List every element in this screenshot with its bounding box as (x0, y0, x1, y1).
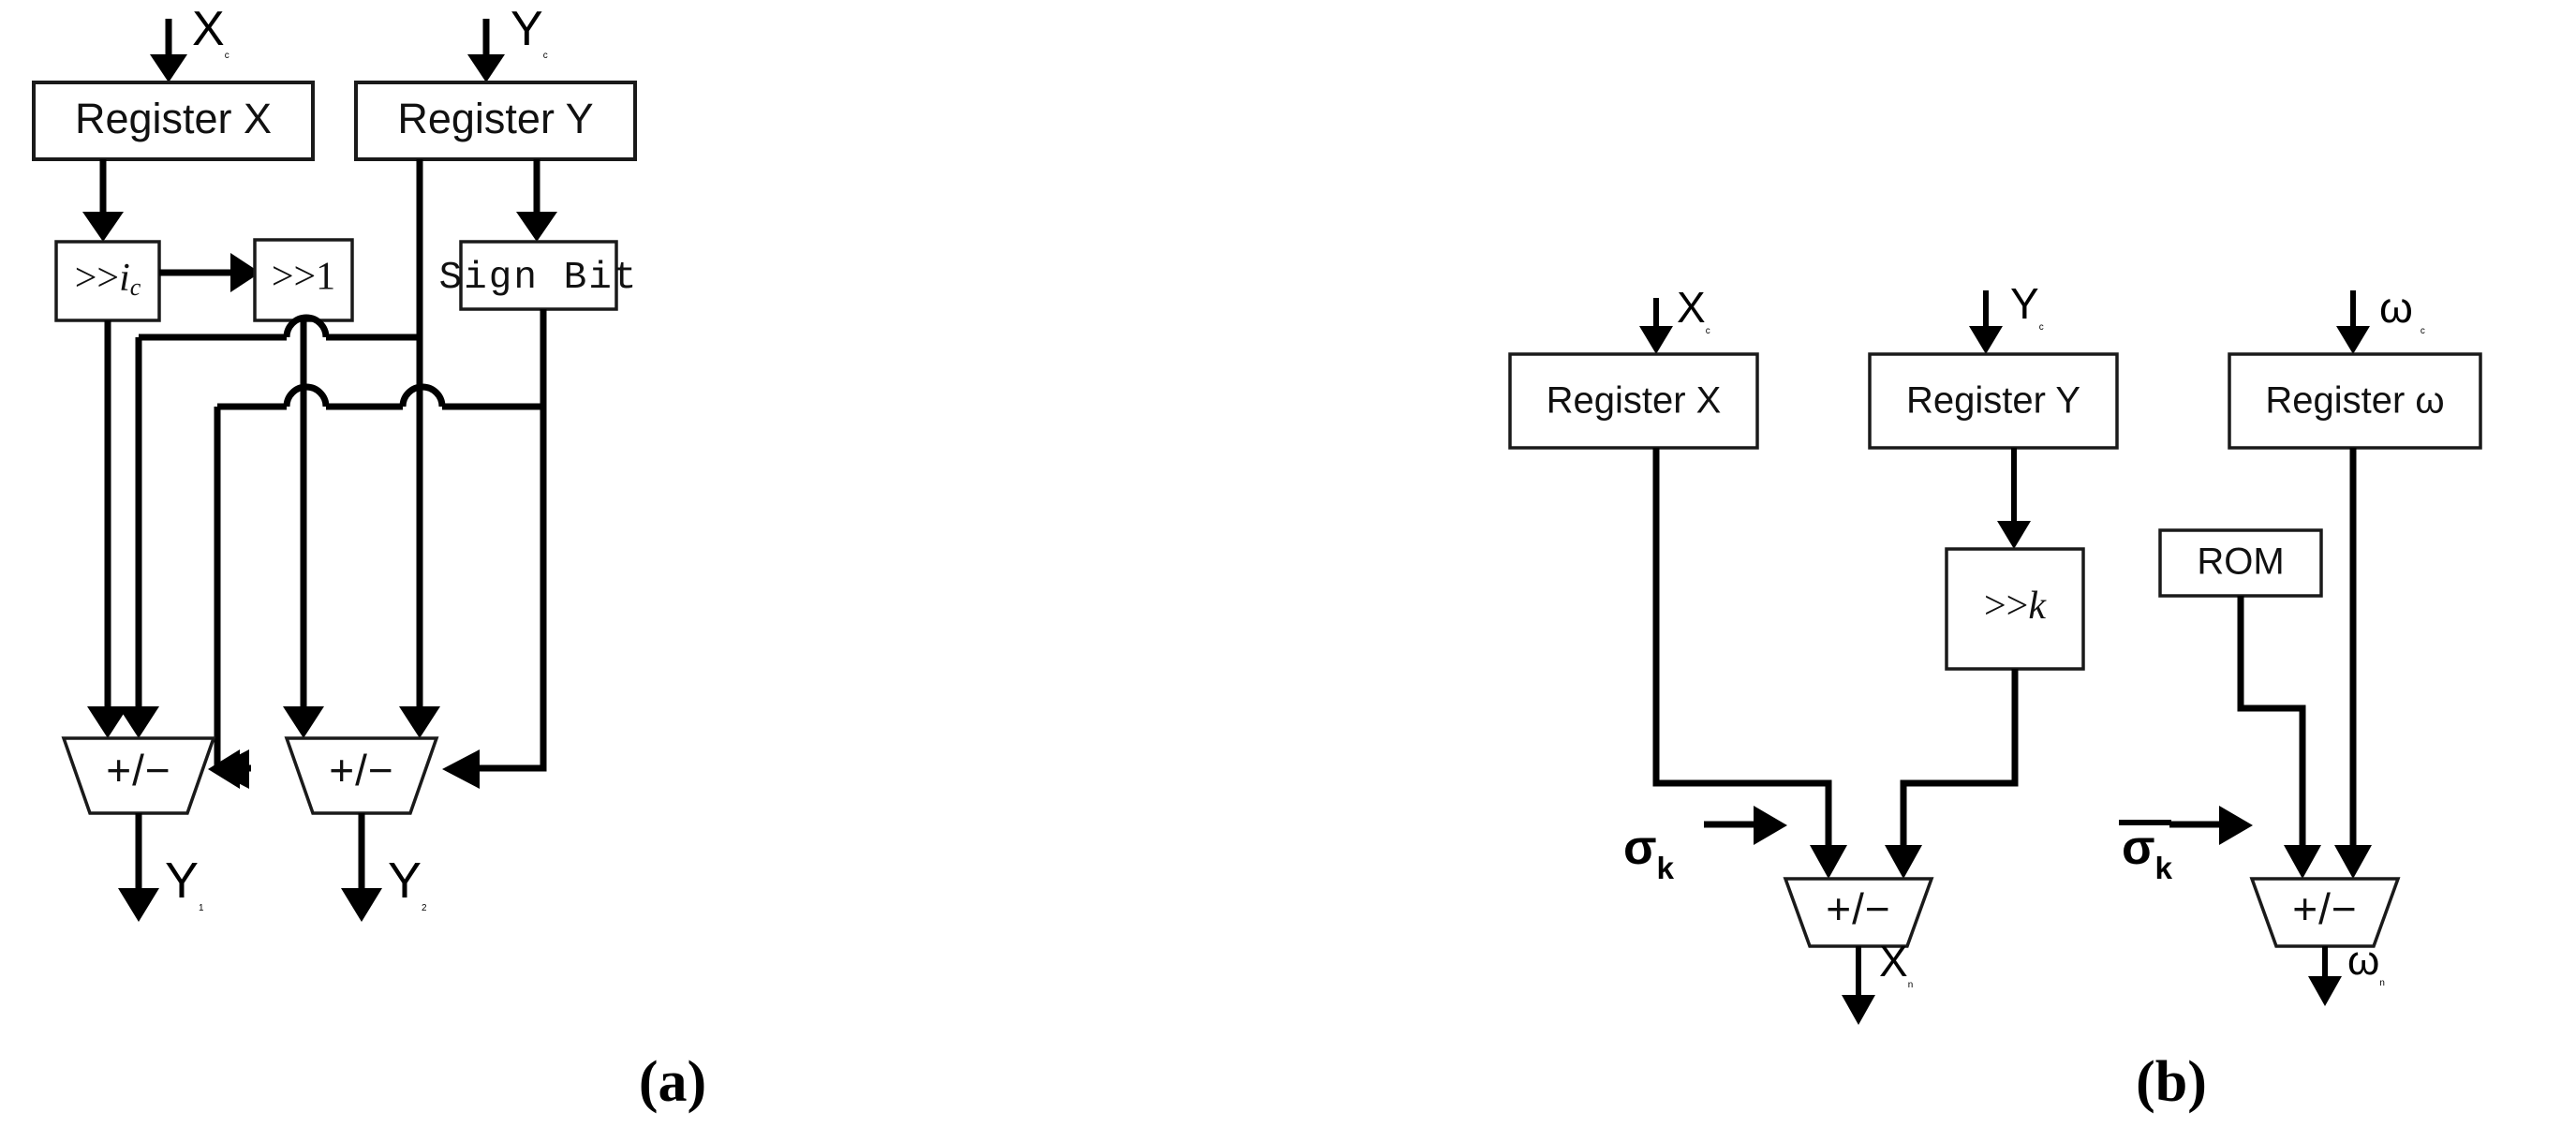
wire-regx-to-shiftic (82, 159, 124, 242)
block-register-y-a[interactable]: Register Y (354, 81, 637, 161)
signal-b-xc-label: Xc (1677, 283, 1710, 336)
block-register-x-b-label: Register X (1547, 380, 1722, 422)
block-adder-left-a[interactable]: +/− (61, 736, 216, 815)
block-adder-right-b[interactable]: +/− (2249, 877, 2401, 948)
wire-shiftic-to-shift1 (159, 253, 260, 292)
signal-b-xc-arrow (1639, 298, 1673, 354)
signal-y2-arrow (341, 813, 382, 922)
signal-b-omegan-arrow (2308, 946, 2342, 1006)
wire-regy-to-signbit (516, 159, 557, 242)
block-register-y-b[interactable]: Register Y (1868, 352, 2119, 450)
block-rom[interactable]: ROM (2158, 528, 2323, 598)
block-shift-k[interactable]: >>k (1945, 547, 2085, 671)
wire-shiftic-to-adderleft-in1 (87, 320, 128, 738)
block-register-omega-b-label: Register ω (2265, 380, 2444, 422)
signal-b-sigmak-label: σk (1623, 821, 1675, 886)
block-shift-1[interactable]: >>1 (253, 238, 354, 322)
block-adder-left-b-label: +/− (1826, 884, 1891, 933)
wire-adderright-side-input (442, 407, 547, 789)
signal-b-yc-label: Yc (2010, 279, 2044, 333)
wire-b-regx-to-adderleft (1652, 448, 1847, 879)
block-shift-ic[interactable]: >>ic (54, 240, 161, 322)
wire-b-sigmak-arrow (1704, 806, 1787, 845)
signal-yc-label: Yc (511, 2, 548, 61)
signal-y2-label: Y2 (388, 853, 427, 913)
block-register-y-b-label: Register Y (1906, 380, 2080, 422)
wire-b-rom-to-adderright (2237, 596, 2321, 879)
signal-yc-arrow (467, 19, 505, 82)
block-adder-right-b-label: +/− (2292, 884, 2358, 933)
wire-b-shiftk-to-adderleft (1885, 669, 2019, 879)
wire-b-regy-to-shiftk (1997, 448, 2031, 549)
block-rom-label: ROM (2197, 541, 2284, 583)
block-register-omega-b[interactable]: Register ω (2228, 352, 2482, 450)
caption-panel-a: (a) (639, 1050, 706, 1114)
signal-y1-arrow (118, 813, 159, 922)
signal-b-omegac-arrow (2336, 290, 2370, 354)
wire-adderleft-side-input (212, 407, 251, 789)
signal-xc-arrow (150, 19, 187, 82)
block-register-y-a-label: Register Y (397, 95, 593, 142)
block-adder-right-a[interactable]: +/− (284, 736, 439, 815)
signal-b-sigmakbar-label: σk (2122, 821, 2173, 886)
wire-b-regomega-to-adderright (2334, 448, 2372, 879)
block-adder-left-b[interactable]: +/− (1783, 877, 1934, 948)
caption-panel-b: (b) (2136, 1050, 2207, 1114)
signal-b-xn-label: Xn (1879, 937, 1913, 990)
block-adder-right-a-label: +/− (329, 746, 394, 794)
wire-b-sigmakbar-arrow (2119, 806, 2253, 845)
signal-b-omegan-label: ωn (2347, 938, 2385, 988)
block-register-x-b[interactable]: Register X (1508, 352, 1759, 450)
block-register-x-a[interactable]: Register X (32, 81, 315, 161)
signal-b-xn-arrow (1842, 946, 1875, 1025)
block-adder-left-a-label: +/− (106, 746, 171, 794)
block-sign-bit-label: Sign Bit (439, 257, 639, 300)
block-shift-1-label: >>1 (272, 256, 335, 299)
block-shift-ic-label: >>ic (75, 257, 141, 301)
block-register-x-a-label: Register X (75, 95, 272, 142)
signal-y1-label: Y1 (165, 853, 204, 913)
block-shift-k-label: >>k (1984, 585, 2047, 628)
signal-xc-label: Xc (192, 2, 229, 61)
signal-b-yc-arrow (1969, 290, 2003, 354)
block-sign-bit[interactable]: Sign Bit (439, 240, 639, 311)
panel-a: Xc Yc Register X Register Y (32, 2, 706, 1114)
